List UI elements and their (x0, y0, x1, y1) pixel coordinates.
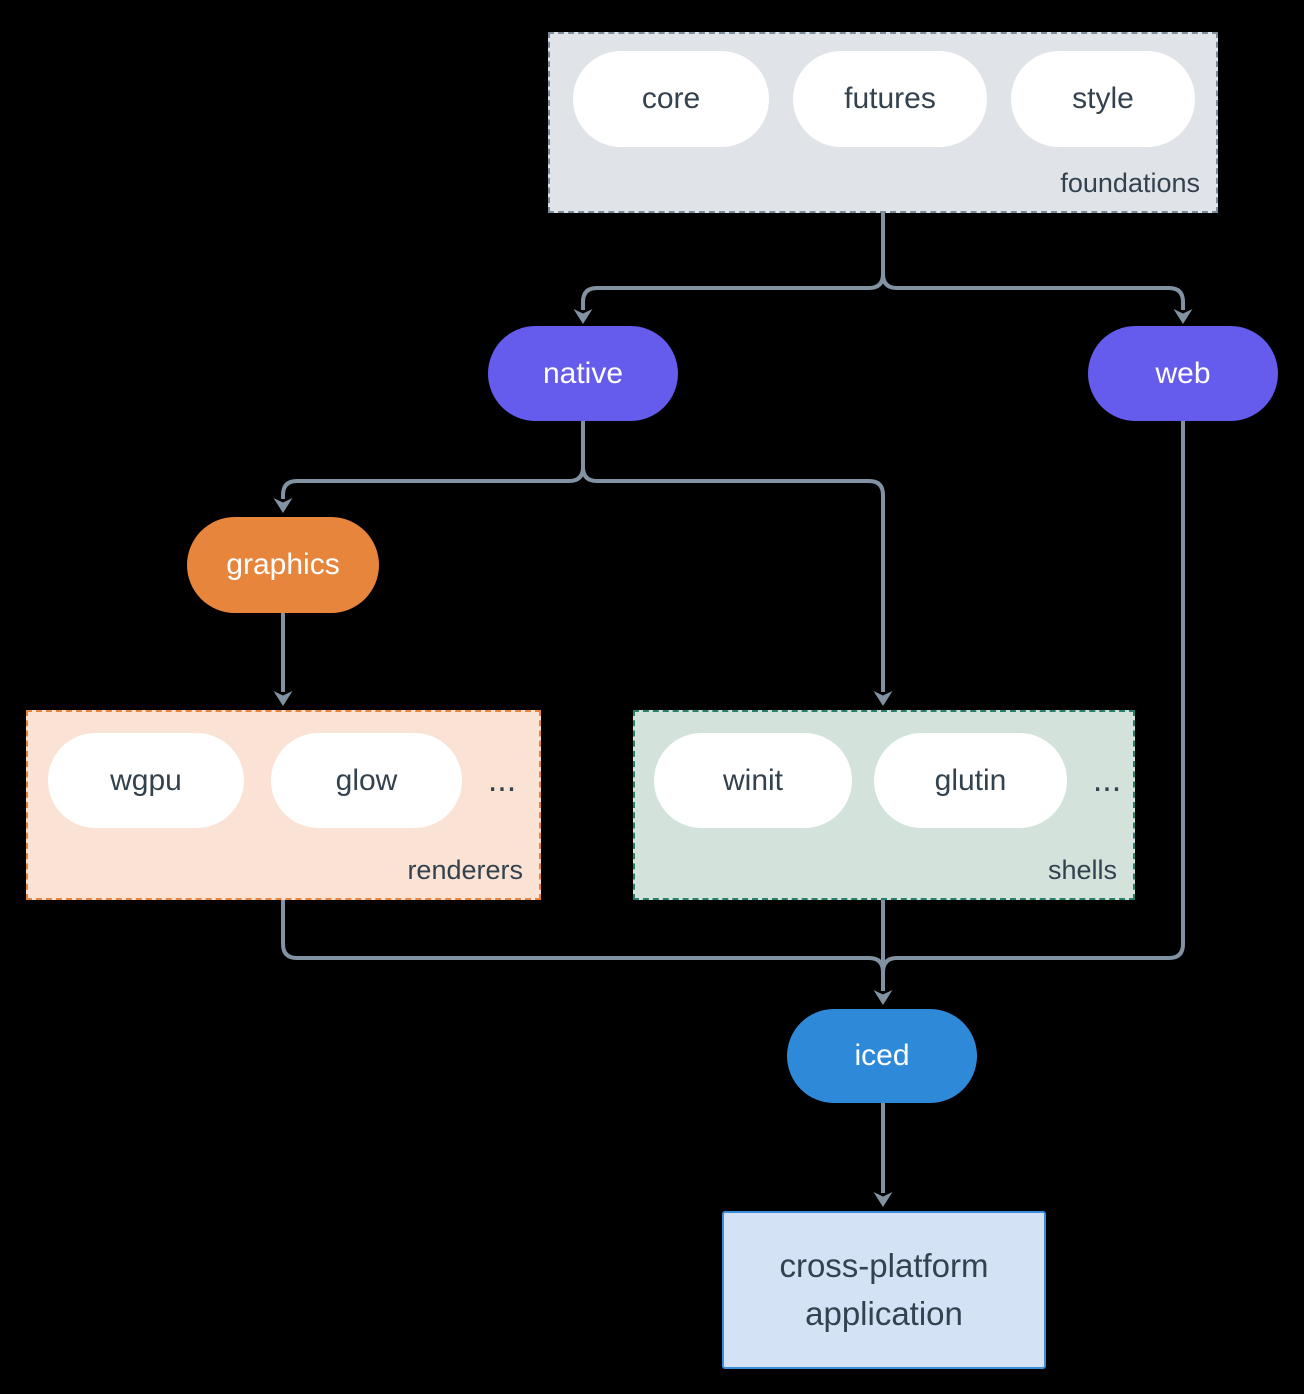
node-graphics-label: graphics (226, 548, 340, 581)
node-iced: iced (787, 1009, 977, 1103)
node-style: style (1011, 51, 1195, 147)
node-winit: winit (654, 733, 852, 828)
foundations-label: foundations (1060, 168, 1200, 198)
shells-ellipsis: ... (1092, 761, 1122, 799)
shells-label: shells (1047, 855, 1117, 885)
connector-renderers-iced (281, 900, 885, 973)
node-futures-label: futures (844, 82, 936, 115)
arrowhead-application (873, 1192, 893, 1207)
arrowhead-graphics (273, 498, 293, 513)
connector-native-shells (581, 466, 885, 692)
node-iced-label: iced (854, 1039, 910, 1072)
node-glow-label: glow (335, 763, 398, 797)
connector-native-graphics (281, 421, 585, 499)
node-graphics: graphics (187, 517, 379, 613)
node-core: core (573, 51, 769, 147)
node-native-label: native (542, 356, 624, 390)
node-glow: glow (271, 733, 462, 828)
application-label-line1: cross-platform (779, 1247, 989, 1284)
connector-foundations-native (581, 213, 885, 310)
arrowhead-native (573, 309, 593, 324)
arrowhead-iced (873, 990, 893, 1005)
node-core-label: core (641, 82, 701, 115)
shells-group: winit glutin ... shells (633, 710, 1135, 900)
renderers-ellipsis: ... (487, 761, 517, 799)
arrowhead-web (1173, 309, 1193, 324)
connector-foundations-web (881, 273, 1185, 310)
node-glutin-label: glutin (934, 763, 1007, 797)
application-box: cross-platform application (722, 1211, 1046, 1369)
node-futures: futures (793, 51, 987, 147)
arrowhead-shells (873, 691, 893, 706)
node-wgpu: wgpu (48, 733, 244, 828)
application-label-line2: application (805, 1295, 963, 1332)
node-web: web (1088, 326, 1278, 421)
foundations-group: core futures style foundations (548, 32, 1218, 213)
node-wgpu-label: wgpu (110, 763, 182, 797)
node-winit-label: winit (722, 763, 783, 797)
node-native: native (488, 326, 678, 421)
node-style-label: style (1072, 82, 1134, 115)
node-glutin: glutin (874, 733, 1067, 828)
arrowhead-renderers (273, 691, 293, 706)
node-web-label: web (1155, 356, 1211, 390)
renderers-label: renderers (407, 855, 523, 885)
renderers-group: wgpu glow ... renderers (26, 710, 541, 900)
